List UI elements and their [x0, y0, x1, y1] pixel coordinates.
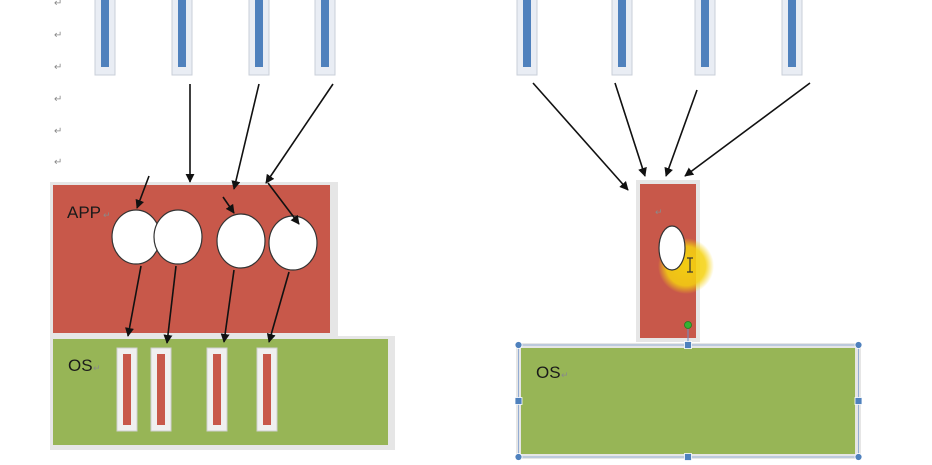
thread-bar — [611, 0, 633, 76]
left-arrows — [125, 83, 334, 344]
user-threads — [111, 209, 318, 271]
resize-handle[interactable] — [684, 341, 692, 349]
app-label: APP — [67, 203, 101, 222]
arrow — [664, 89, 698, 177]
paragraph-mark: ↵ — [54, 62, 63, 73]
paragraph-mark: ↵ — [655, 208, 663, 218]
thread-bar — [314, 0, 336, 76]
thread-bar — [248, 0, 270, 76]
thread-bar — [94, 0, 116, 76]
arrow — [163, 265, 177, 344]
paragraph-mark: ↵ — [54, 157, 63, 168]
resize-handle[interactable] — [684, 453, 692, 461]
resize-handle[interactable] — [854, 341, 863, 349]
resize-handle[interactable] — [514, 453, 523, 461]
arrow — [614, 82, 647, 177]
text-cursor-icon — [687, 257, 693, 273]
user-thread-circle — [658, 225, 686, 271]
paragraph-mark: ↵ — [93, 364, 101, 374]
paragraph-mark: ↵ — [54, 30, 63, 41]
paragraph-mark: ↵ — [561, 371, 569, 381]
os-label: OS — [68, 356, 93, 375]
arrow — [135, 175, 150, 209]
paragraph-mark: ↵ — [54, 94, 63, 105]
resize-handle[interactable] — [854, 397, 863, 405]
resize-handle[interactable] — [514, 341, 523, 349]
kernel-slot — [116, 347, 138, 432]
arrow — [684, 82, 811, 177]
arrow — [266, 271, 290, 343]
paragraph-mark: ↵ — [54, 0, 63, 9]
arrow — [265, 83, 334, 184]
resize-handle[interactable] — [854, 453, 863, 461]
right-os-block[interactable] — [516, 343, 861, 459]
thread-bar — [781, 0, 803, 76]
thread-bar — [516, 0, 538, 76]
user-thread-circle — [268, 215, 318, 271]
right-arrows — [532, 82, 811, 191]
paragraph-mark: ↵ — [103, 211, 111, 221]
arrow — [220, 269, 235, 343]
paragraph-mark: ↵ — [54, 126, 63, 137]
rotate-handle[interactable] — [684, 321, 692, 329]
resize-handle[interactable] — [514, 397, 523, 405]
arrow — [125, 265, 142, 337]
thread-bar — [171, 0, 193, 76]
left-thread-bars — [94, 0, 336, 76]
user-thread-circle — [111, 209, 161, 265]
os-label: OS — [536, 363, 561, 382]
kernel-slot — [256, 347, 278, 432]
thread-bar — [694, 0, 716, 76]
kernel-slot — [206, 347, 228, 432]
arrow — [532, 82, 629, 191]
user-thread-circle — [153, 209, 203, 265]
arrow — [267, 182, 300, 225]
kernel-thread-slots — [116, 347, 278, 432]
arrow — [231, 83, 260, 190]
user-thread-circle — [216, 213, 266, 269]
arrow — [222, 196, 235, 214]
selection-handles[interactable] — [514, 341, 863, 461]
kernel-slot — [150, 347, 172, 432]
right-thread-bars — [516, 0, 803, 76]
